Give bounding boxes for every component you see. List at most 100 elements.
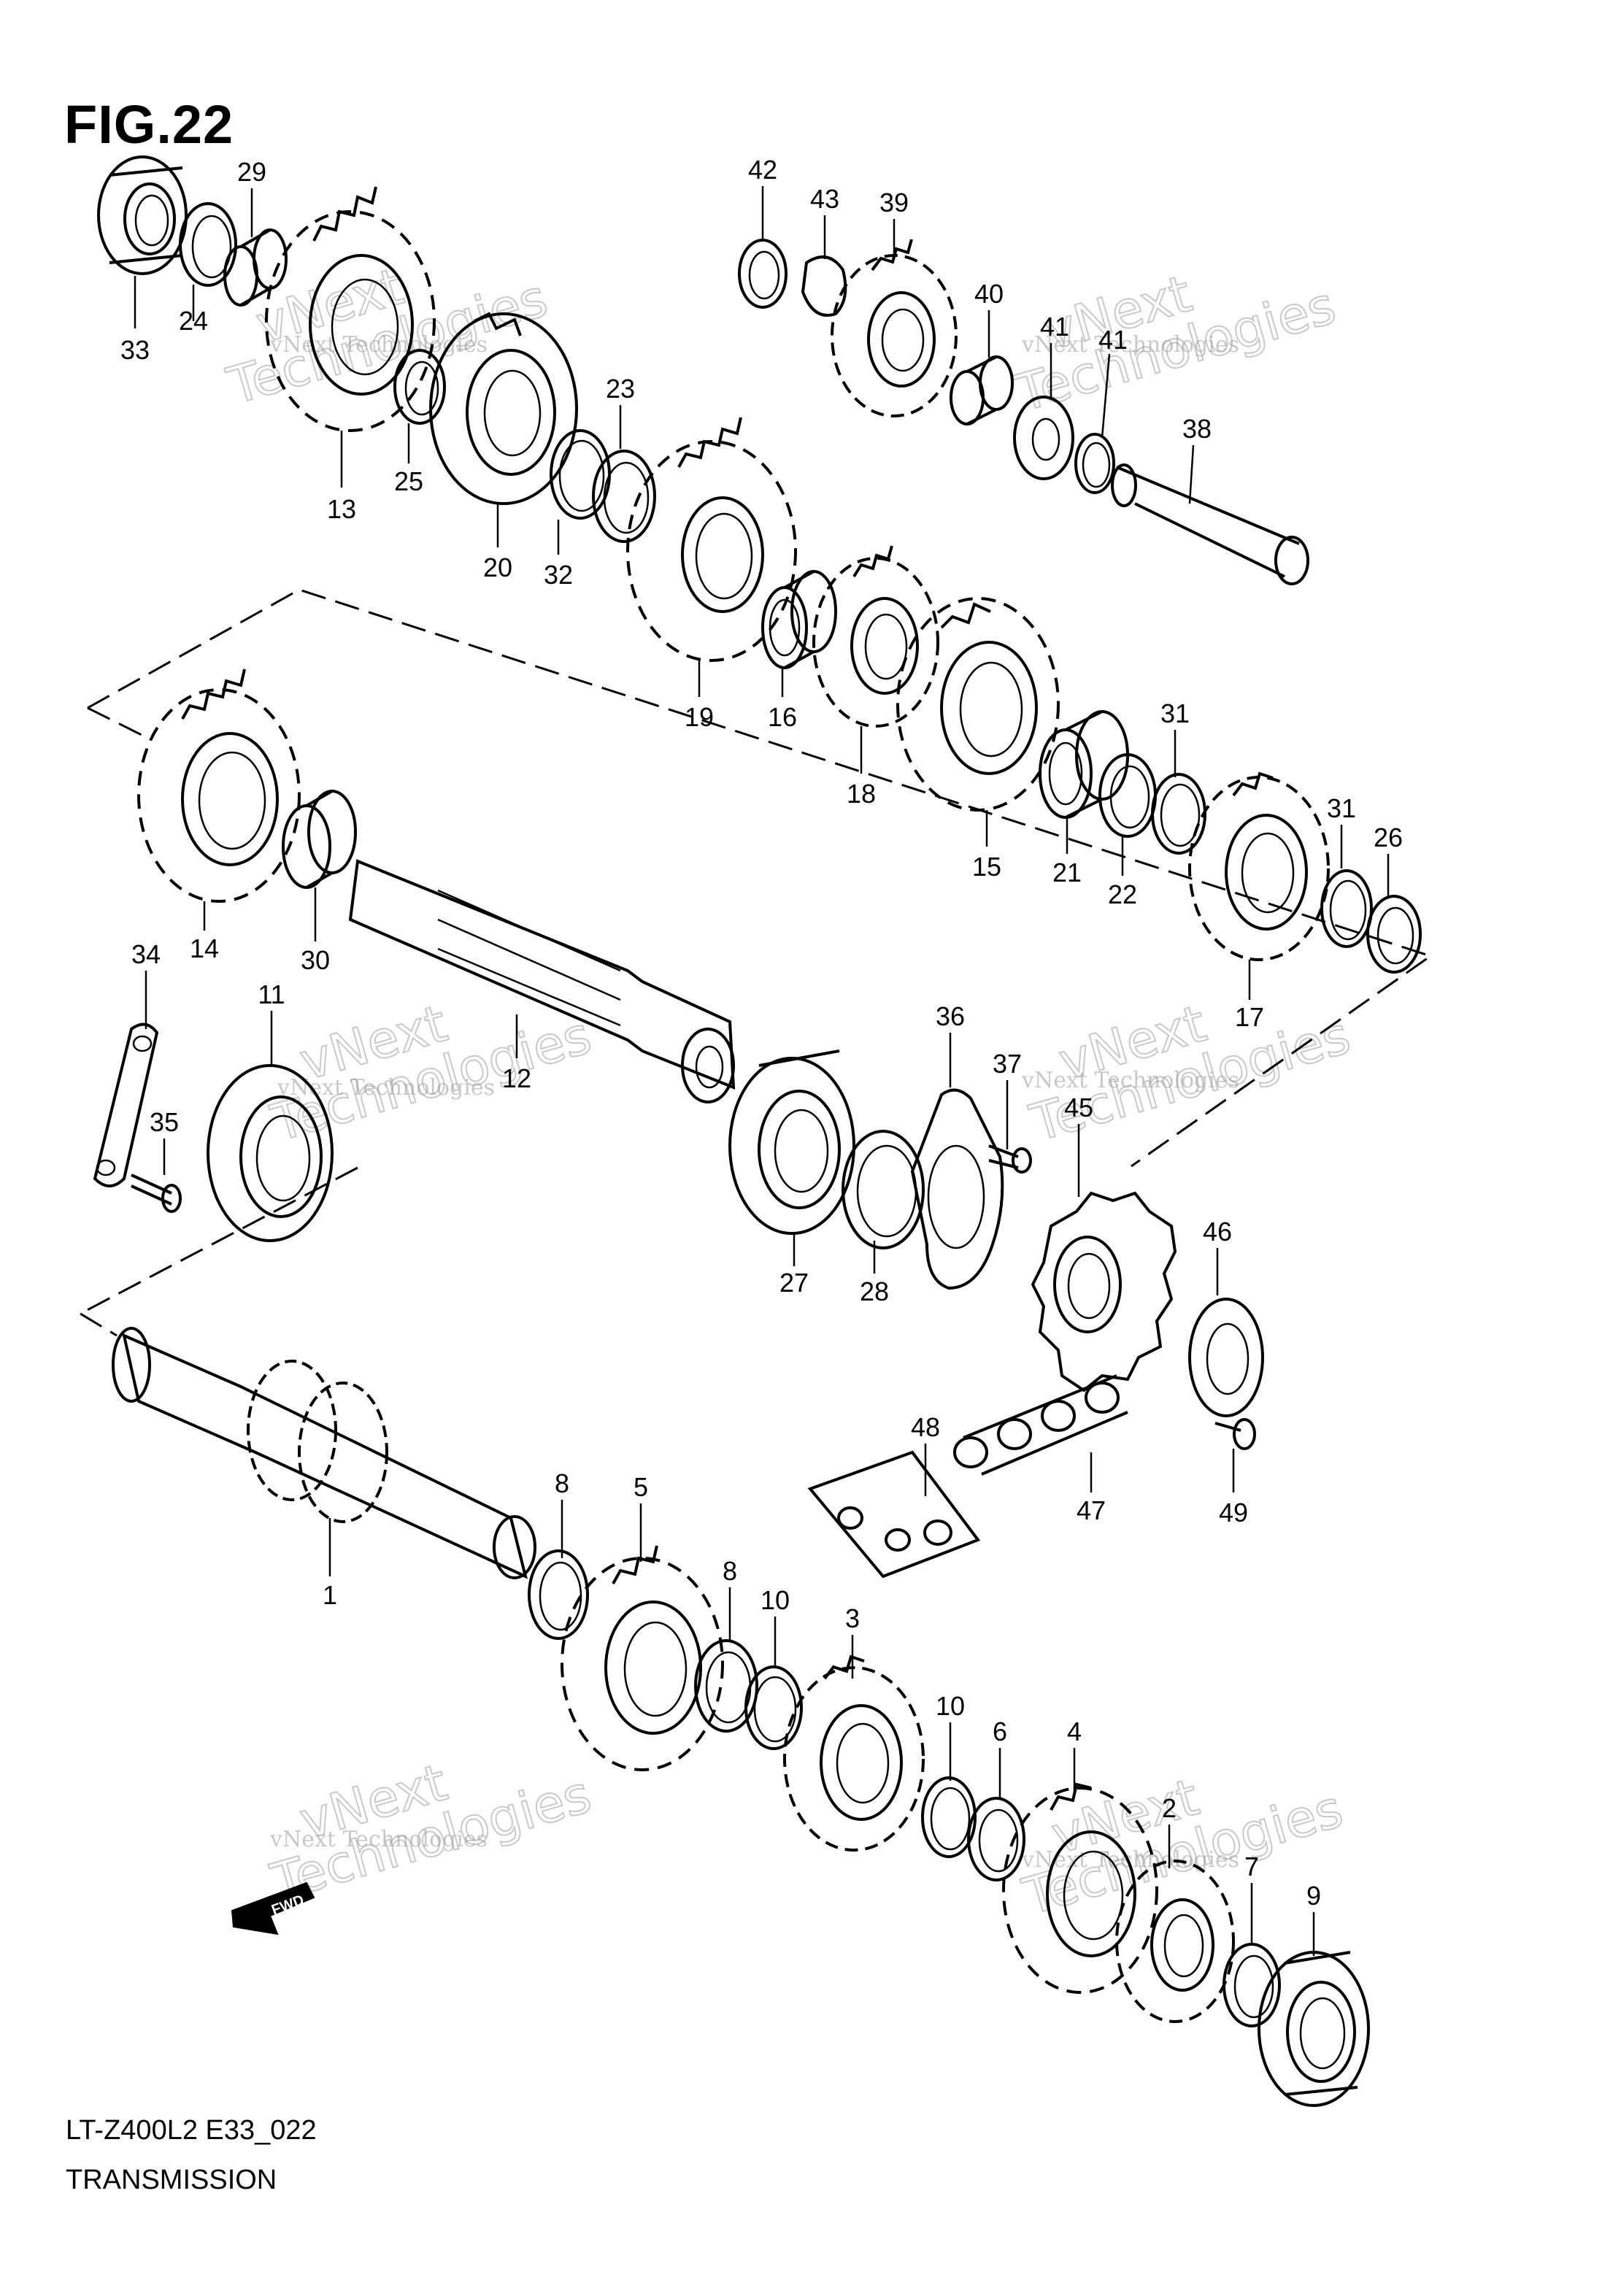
circlip-10-upper	[744, 1665, 803, 1750]
sprocket-45	[1031, 1191, 1177, 1392]
callout-45: 45	[1064, 1093, 1093, 1122]
washer-7	[1223, 1943, 1281, 2027]
watermark-group: vNext Technologies vNext Technologies vN…	[220, 255, 1358, 1927]
callout-13: 13	[327, 494, 356, 524]
callout-46: 46	[1203, 1217, 1232, 1247]
gear-13	[265, 186, 436, 432]
front-direction-arrow: FWD	[231, 1881, 315, 1935]
callout-11: 11	[258, 979, 285, 1009]
callout-10-b: 10	[936, 1691, 965, 1721]
callout-26: 26	[1374, 823, 1403, 852]
watermark-small-5: vNext Technologies	[269, 1827, 488, 1852]
chain-joint-48	[807, 1450, 981, 1579]
callout-41-a: 41	[1040, 312, 1069, 342]
washer-6	[967, 1797, 1025, 1881]
gear-15	[896, 597, 1060, 812]
callout-27: 27	[779, 1268, 809, 1298]
callout-40: 40	[974, 279, 1004, 309]
countershaft-outline-bottom	[80, 1166, 358, 1315]
washer-43	[801, 255, 847, 317]
mainshaft-group	[112, 1327, 1370, 2107]
model-code: LT-Z400L2 E33_022	[66, 2115, 317, 2146]
callout-47: 47	[1077, 1495, 1106, 1525]
callout-39: 39	[879, 188, 909, 217]
gear-18	[812, 545, 939, 728]
watermark-small-2: vNext Technologies	[1021, 332, 1239, 358]
callout-10-a: 10	[761, 1585, 790, 1615]
callout-38: 38	[1182, 414, 1212, 444]
callout-43: 43	[810, 184, 839, 214]
gear-19	[626, 417, 797, 662]
mainshaft-1	[112, 1327, 536, 1579]
callout-21: 21	[1052, 858, 1082, 887]
bushing-21	[1039, 710, 1129, 819]
bolt-49	[1214, 1418, 1256, 1450]
circlip-10-lower	[921, 1776, 977, 1858]
gear-39	[831, 239, 958, 417]
bearing-33	[97, 155, 188, 275]
washer-46	[1188, 1298, 1264, 1417]
callout-34: 34	[131, 939, 161, 969]
callout-4: 4	[1067, 1717, 1082, 1746]
mainshaft-outline-left	[80, 1312, 118, 1337]
plate-36	[910, 1088, 1004, 1290]
callout-5: 5	[634, 1472, 648, 1502]
shaft-38	[1111, 463, 1309, 585]
watermark-small-4: vNext Technologies	[1021, 1068, 1239, 1093]
leader-lines	[134, 186, 1390, 1956]
washer-24	[179, 202, 237, 287]
chain-47	[953, 1374, 1128, 1476]
gear-14	[137, 669, 301, 903]
gear-17	[1188, 771, 1330, 961]
callout-6: 6	[993, 1717, 1007, 1746]
callout-31-b: 31	[1327, 793, 1356, 823]
gear-2	[1115, 1860, 1235, 2023]
callout-9: 9	[1306, 1881, 1321, 1911]
bearing-27	[728, 1049, 855, 1235]
countershaft-12	[348, 859, 736, 1103]
assembly-outlines	[80, 588, 1433, 1337]
callout-29: 29	[237, 157, 266, 187]
gear-4	[1002, 1782, 1158, 1994]
washer-41	[1013, 396, 1074, 480]
gear-5	[561, 1545, 724, 1771]
gear-3	[783, 1654, 925, 1852]
gear-20	[429, 312, 578, 505]
callout-19: 19	[685, 702, 714, 732]
callout-49: 49	[1219, 1498, 1248, 1528]
callout-labels: 42 43 39 40 41 41 38 29 33 24 13 25 20 2…	[120, 155, 1403, 1911]
countershaft-group	[93, 669, 1264, 1579]
callout-35: 35	[150, 1107, 179, 1137]
callout-1: 1	[323, 1580, 337, 1610]
callout-31-a: 31	[1160, 698, 1190, 728]
callout-12: 12	[502, 1063, 531, 1093]
callout-32: 32	[544, 560, 573, 590]
section-name: TRANSMISSION	[66, 2165, 277, 2195]
callout-8-a: 8	[555, 1468, 569, 1498]
callout-15: 15	[972, 852, 1001, 882]
callout-2: 2	[1162, 1793, 1177, 1823]
callout-3: 3	[845, 1603, 860, 1633]
callout-8-b: 8	[723, 1556, 737, 1586]
countershaft-group-outline	[87, 588, 1433, 1168]
upper-row-parts	[97, 155, 1422, 974]
callout-48: 48	[911, 1412, 940, 1442]
callout-33: 33	[120, 335, 150, 365]
bushing-30	[282, 790, 357, 889]
bearing-11	[207, 1064, 334, 1242]
bushing-16	[761, 570, 837, 669]
callout-41-b: 41	[1098, 325, 1128, 355]
circlip-41	[1074, 433, 1115, 494]
callout-42: 42	[748, 155, 777, 185]
callout-20: 20	[483, 552, 512, 582]
callout-23: 23	[606, 374, 635, 404]
figure-title: FIG.22	[64, 94, 234, 155]
circlip-31-lower	[1320, 869, 1373, 948]
plate-34	[93, 1022, 159, 1187]
countershaft-outline-left	[87, 706, 147, 739]
bolt-37	[988, 1144, 1032, 1174]
washer-8-upper	[528, 1549, 589, 1640]
screw-35	[131, 1174, 182, 1213]
